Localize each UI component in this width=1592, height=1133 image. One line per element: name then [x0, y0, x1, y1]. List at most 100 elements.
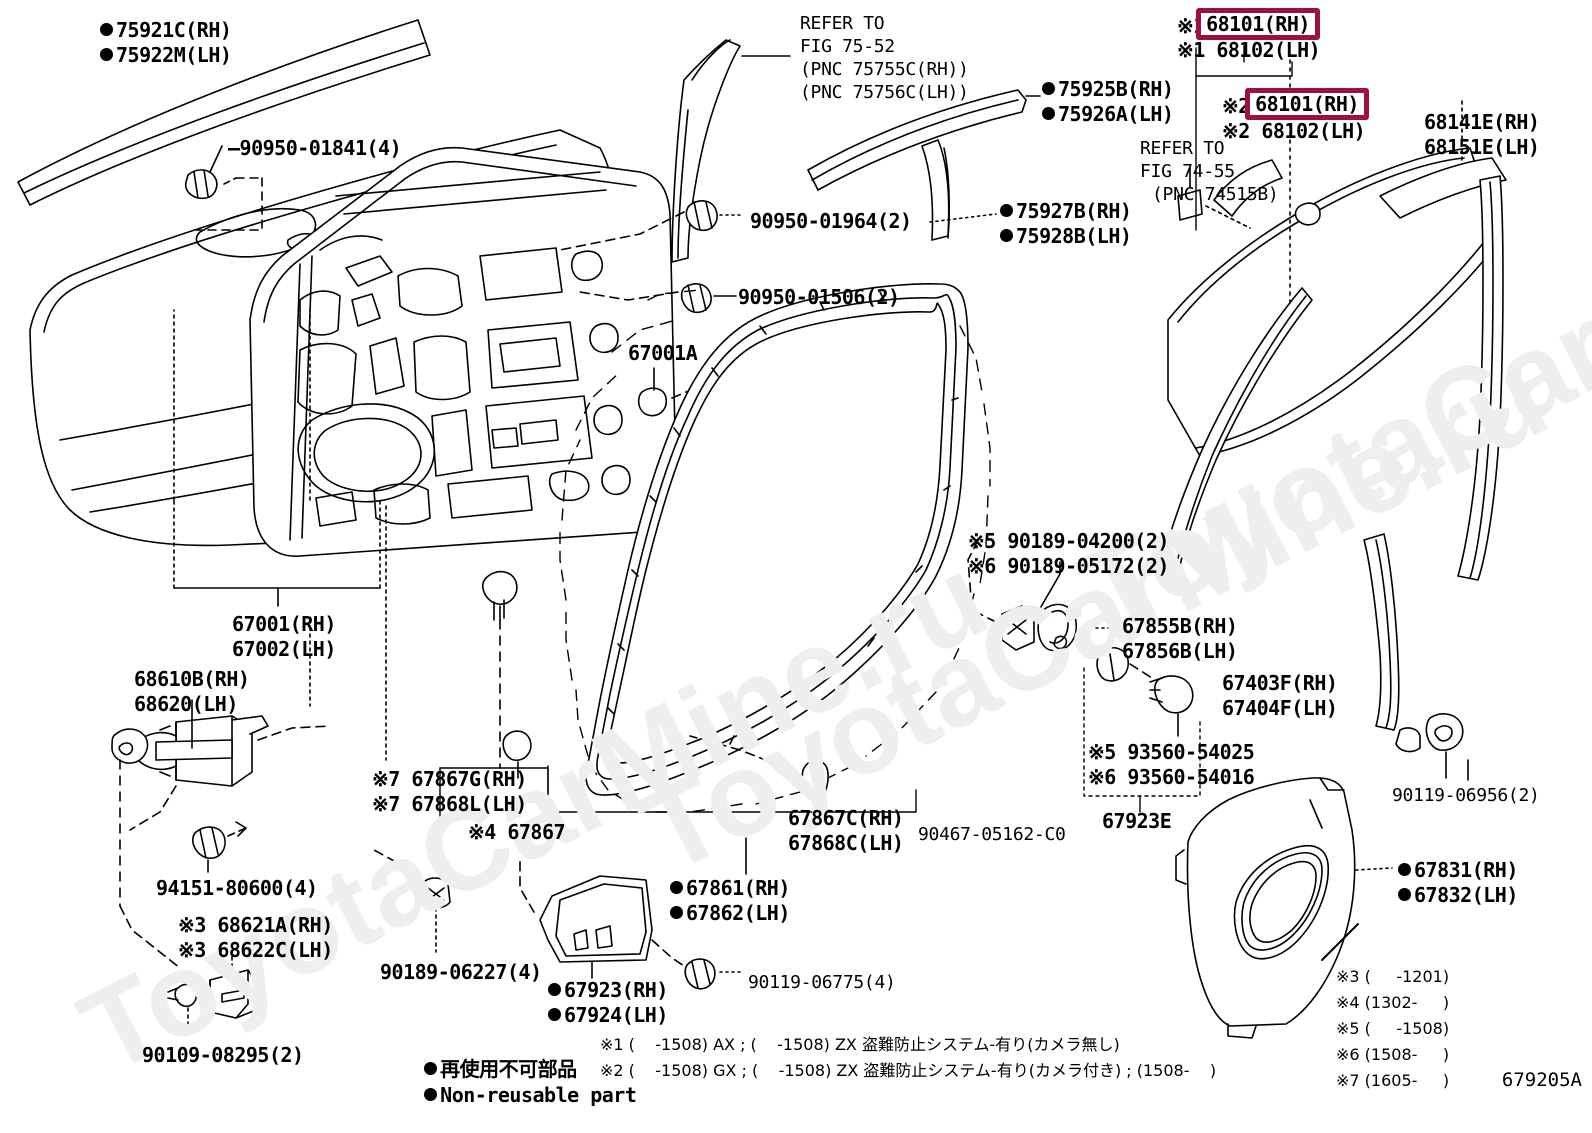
- part-number-text: 90119-06956(2): [1392, 785, 1540, 806]
- legend-note-1: ※1 ( -1508) AX ; ( -1508) ZX 盗難防止システム-有り…: [600, 1035, 1120, 1054]
- part-label-68621a-rh: ※3 68621A(RH): [178, 913, 333, 938]
- part-label-68102-lh-2: ※2 68102(LH): [1222, 119, 1366, 144]
- part-number-text: 75928B(LH): [1016, 224, 1132, 248]
- diagram-linework: [17, 19, 1507, 1039]
- part-label-68620-lh: 68620(LH): [134, 692, 238, 717]
- part-number-text: ※1 68102(LH): [1177, 38, 1321, 62]
- right-note-5: ※5 ( -1508): [1336, 1019, 1450, 1038]
- part-number-text: 68151E(LH): [1424, 135, 1540, 159]
- part-number-text: 90950-01506(2): [738, 285, 900, 309]
- highlighted-part-2[interactable]: 68101(RH): [1245, 88, 1369, 120]
- part-label-75926a-lh: 75926A(LH): [1042, 102, 1174, 127]
- part-label-90189-04200: ※5 90189-04200(2): [968, 529, 1169, 554]
- part-number-text: ※2 68102(LH): [1222, 119, 1366, 143]
- part-label-68610b-rh: 68610B(RH): [134, 667, 250, 692]
- part-number-text: 67861(RH): [686, 876, 790, 900]
- part-label-67855b-rh: 67855B(RH): [1122, 614, 1238, 639]
- part-label-67831-rh: 67831(RH): [1398, 858, 1518, 883]
- part-label-90109-08295: 90109-08295(2): [142, 1043, 304, 1068]
- legend-nonreusable-jp: 再使用不可部品: [378, 1032, 577, 1107]
- part-label-90950-01841: —90950-01841(4): [228, 136, 402, 161]
- part-label-90119-06956: 90119-06956(2): [1392, 784, 1540, 807]
- bullet-dot: [1398, 863, 1411, 876]
- part-number-text: 75926A(LH): [1058, 102, 1174, 126]
- part-label-refer-75-52-1: REFER TO: [800, 12, 885, 35]
- right-note-7: ※7 (1605- ): [1336, 1071, 1450, 1090]
- part-number-text: 67002(LH): [232, 637, 336, 661]
- part-number-text: 67855B(RH): [1122, 614, 1238, 638]
- bullet-dot: [1398, 888, 1411, 901]
- bullet-dot: [1000, 204, 1013, 217]
- part-label-67867g-rh: ※7 67867G(RH): [372, 767, 527, 792]
- part-label-67002-lh: 67002(LH): [232, 637, 336, 662]
- part-number-text: 90109-08295(2): [142, 1043, 304, 1067]
- part-label-67856b-lh: 67856B(LH): [1122, 639, 1238, 664]
- right-note-6: ※6 (1508- ): [1336, 1045, 1450, 1064]
- part-label-refer-74-55-1: REFER TO: [1140, 137, 1225, 160]
- part-number-text: ※6 93560-54016: [1088, 765, 1255, 789]
- legend-nonreusable-en: Non-reusable part: [378, 1058, 637, 1133]
- highlighted-part-1[interactable]: 68101(RH): [1196, 8, 1320, 40]
- part-number-text: 67862(LH): [686, 901, 790, 925]
- part-label-68622c-lh: ※3 68622C(LH): [178, 938, 333, 963]
- part-label-75921c-rh: 75921C(RH): [100, 18, 232, 43]
- bullet-dot: [670, 881, 683, 894]
- part-number-text: 67867C(RH): [788, 806, 904, 830]
- bullet-dot: [1000, 229, 1013, 242]
- part-label-75925b-rh: 75925B(RH): [1042, 77, 1174, 102]
- part-label-67862-lh: 67862(LH): [670, 901, 790, 926]
- bullet-dot: [100, 48, 113, 61]
- part-label-93560-54016: ※6 93560-54016: [1088, 765, 1255, 790]
- part-number-text: FIG 75-52: [800, 36, 895, 57]
- part-number-text: 94151-80600(4): [156, 876, 318, 900]
- part-number-text: FIG 74-55: [1140, 161, 1235, 182]
- part-label-refer-75-52-3: (PNC 75755C(RH)): [800, 58, 969, 81]
- part-number-text: 90119-06775(4): [748, 972, 896, 993]
- part-number-text: 75925B(RH): [1058, 77, 1174, 101]
- part-number-text: 67924(LH): [564, 1003, 668, 1027]
- part-number-text: (PNC 75755C(RH)): [800, 59, 969, 80]
- part-label-90467-05162: 90467-05162-C0: [918, 823, 1066, 846]
- part-label-68141e-rh: 68141E(RH): [1424, 110, 1540, 135]
- bullet-dot: [670, 906, 683, 919]
- part-number-text: ※3 68621A(RH): [178, 913, 333, 937]
- part-label-68102-lh-1: ※1 68102(LH): [1177, 38, 1321, 63]
- part-number-text: ※5 93560-54025: [1088, 740, 1255, 764]
- part-label-67868c-lh: 67868C(LH): [788, 831, 904, 856]
- part-number-text: 90189-06227(4): [380, 960, 542, 984]
- part-label-90950-01964: 90950-01964(2): [750, 209, 912, 234]
- part-number-text: 67868C(LH): [788, 831, 904, 855]
- part-number-text: ※5 90189-04200(2): [968, 529, 1169, 553]
- part-number-text: 67001A: [628, 341, 698, 365]
- diagram-code: 679205A: [1501, 1069, 1582, 1091]
- part-label-67001-rh: 67001(RH): [232, 612, 336, 637]
- bullet-dot: [100, 23, 113, 36]
- bullet-dot: [424, 1062, 438, 1075]
- part-number-text: —90950-01841(4): [228, 136, 402, 160]
- part-label-67923e: 67923E: [1102, 809, 1172, 834]
- part-number-text: 90950-01964(2): [750, 209, 912, 233]
- part-number-text: 68620(LH): [134, 692, 238, 716]
- part-number-text: 75922M(LH): [116, 43, 232, 67]
- part-label-67832-lh: 67832(LH): [1398, 883, 1518, 908]
- part-number-text: REFER TO: [800, 13, 885, 34]
- part-label-90119-06775: 90119-06775(4): [748, 971, 896, 994]
- highlighted-part-number: 68101(RH): [1206, 12, 1310, 36]
- part-label-75927b-rh: 75927B(RH): [1000, 199, 1132, 224]
- part-number-text: ※3 68622C(LH): [178, 938, 333, 962]
- part-label-refer-75-52-4: (PNC 75756C(LH)): [800, 81, 969, 104]
- part-label-refer-74-55-3: (PNC 74515B): [1152, 183, 1279, 206]
- part-label-67861-rh: 67861(RH): [670, 876, 790, 901]
- part-number-text: ※7 67868L(LH): [372, 792, 527, 816]
- part-number-text: (PNC 75756C(LH)): [800, 82, 969, 103]
- part-label-67868l-lh: ※7 67868L(LH): [372, 792, 527, 817]
- part-number-text: 75927B(RH): [1016, 199, 1132, 223]
- part-label-75928b-lh: 75928B(LH): [1000, 224, 1132, 249]
- part-label-94151-80600: 94151-80600(4): [156, 876, 318, 901]
- highlighted-part-number: 68101(RH): [1255, 92, 1359, 116]
- part-label-67404f-lh: 67404F(LH): [1222, 696, 1338, 721]
- part-number-text: ※4 67867: [468, 820, 566, 844]
- bullet-dot: [1042, 107, 1055, 120]
- part-label-67867c-rh: 67867C(RH): [788, 806, 904, 831]
- part-label-67924-lh: 67924(LH): [548, 1003, 668, 1028]
